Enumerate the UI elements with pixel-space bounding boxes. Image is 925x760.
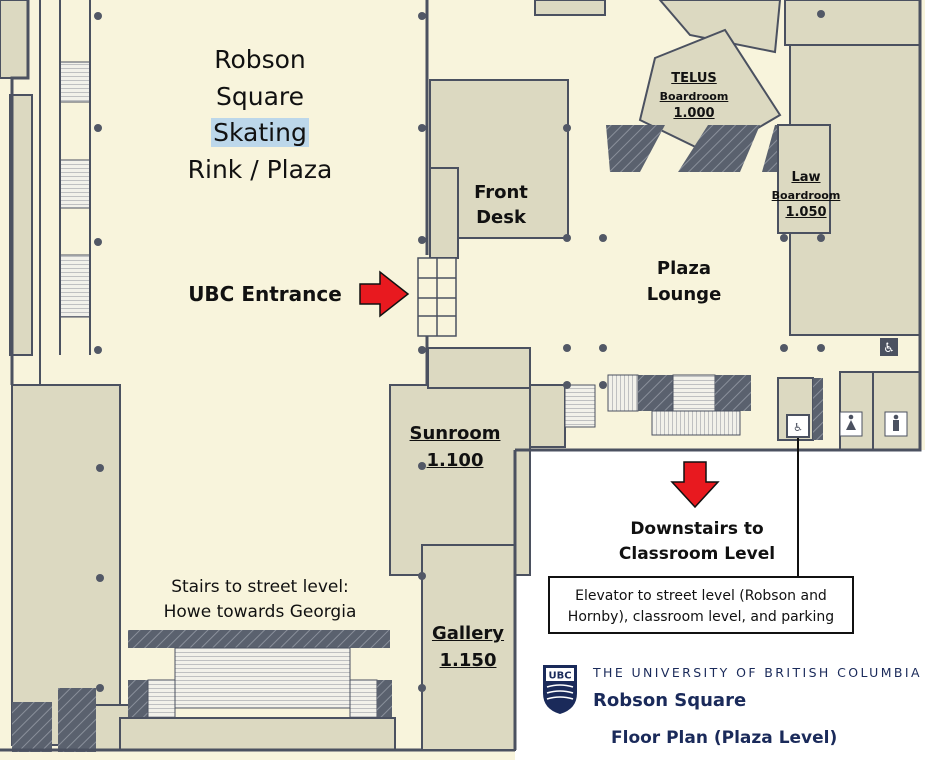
ubc-crest-icon: UBC [543,665,577,714]
entrance-label: UBC Entrance [188,282,342,306]
gallery-line: 1.150 [439,650,497,671]
lounge-line: Plaza [656,258,712,279]
entrance-arrow-icon [359,270,410,318]
womens-restroom-icon [839,411,863,437]
wheelchair-icon: ♿ [880,338,898,356]
sunroom-line: Sunroom [409,423,501,444]
rink-label-line: Skating [160,115,360,152]
columns [94,10,825,692]
right-wing-rooms [777,0,921,336]
site-name: Robson Square [593,690,747,711]
washrooms [777,371,921,451]
lounge-line: Lounge [646,284,722,306]
gallery-line: Gallery [431,623,505,644]
rink-label-line: Robson [214,45,306,74]
law-line: Law [791,170,821,185]
sunroom-line: 1.100 [426,450,484,471]
stairs-line: Howe towards Georgia [163,601,357,622]
left-stairs [59,0,91,355]
rink-label-line: Square [215,81,304,111]
law-boardroom-label: Law Boardroom 1.050 [768,169,844,223]
gallery-label: Gallery 1.150 [426,620,510,674]
front-desk-line: Desk [476,207,526,229]
telus-line: TELUS [671,71,717,86]
downstairs-line: Classroom Level [618,543,776,564]
downstairs-label: Downstairs to Classroom Level [592,517,802,566]
elevator-icon: ♿ [786,414,810,438]
downstairs-arrow-icon [670,461,720,509]
mens-restroom-icon [884,411,908,437]
street-stairs-label: Stairs to street level: Howe towards Geo… [140,575,380,624]
svg-text:♿: ♿ [883,341,895,356]
rink-label-line: Rink / Plaza [187,154,333,184]
rink-label: Robson Square Skating Rink / Plaza [160,42,360,188]
lounge-stairs [564,374,751,436]
telus-line: Boardroom [659,89,729,103]
ubc-logo-text: UBC [548,671,571,682]
sunroom-label: Sunroom 1.100 [400,420,510,474]
telus-line: 1.000 [673,105,715,121]
plan-title: Floor Plan (Plaza Level) [611,728,838,748]
front-desk-line: Front [474,182,528,203]
street-stairs [119,630,396,751]
law-line: 1.050 [785,204,827,220]
stairs-line: Stairs to street level: [171,577,349,597]
downstairs-line: Downstairs to [630,519,764,539]
svg-text:♿: ♿ [793,421,803,434]
sunroom-gallery [389,347,566,751]
callout-line: Hornby), classroom level, and parking [567,609,835,625]
callout-line: Elevator to street level (Robson and [575,588,827,604]
telus-boardroom-label: TELUS Boardroom 1.000 [648,70,740,124]
university-name: THE UNIVERSITY OF BRITISH COLUMBIA [593,665,922,680]
entrance-doors [417,257,457,337]
front-desk-label: Front Desk [462,180,540,230]
elevator-callout: Elevator to street level (Robson and Hor… [548,576,854,634]
plaza-lounge-label: Plaza Lounge [634,256,734,308]
law-line: Boardroom [771,188,841,202]
highlighted-word: Skating [211,118,309,147]
front-desk-room [429,79,569,259]
